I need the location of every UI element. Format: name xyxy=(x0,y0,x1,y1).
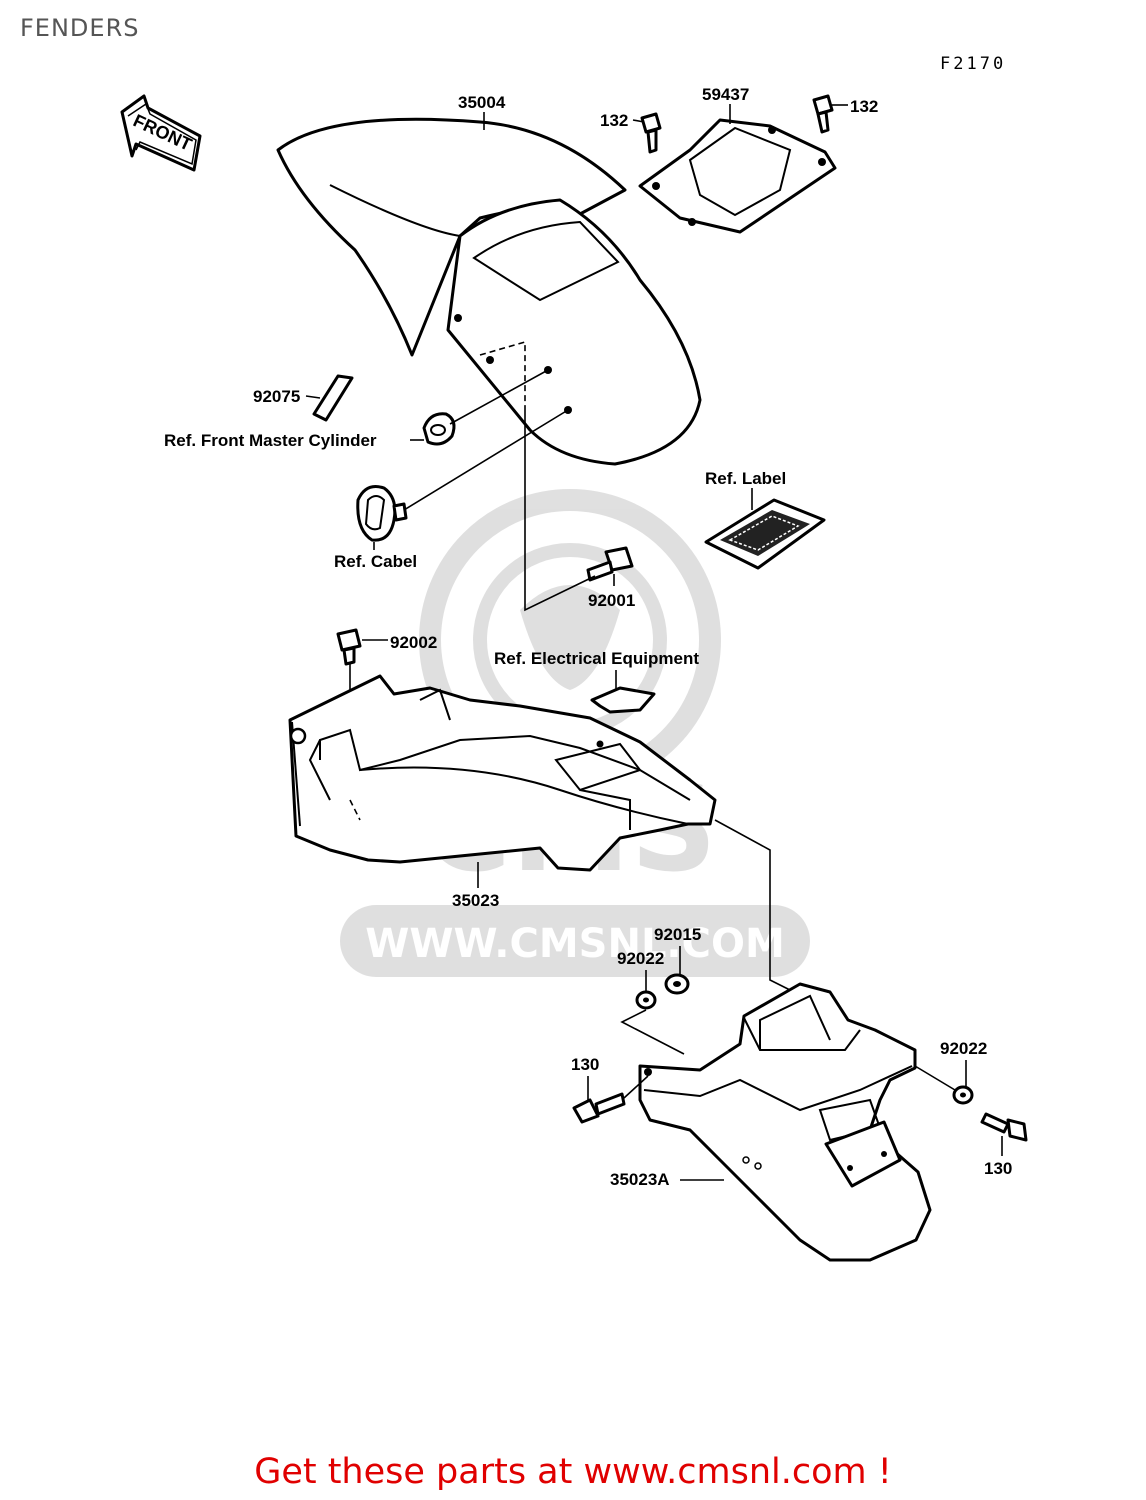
callout-92075: 92075 xyxy=(253,387,300,406)
washer-92022-left-icon xyxy=(635,990,657,1010)
callout-59437: 59437 xyxy=(702,85,749,104)
fender-cover-59437 xyxy=(638,118,837,234)
callout-132-right: 132 xyxy=(850,97,878,116)
bolt-92002-icon xyxy=(336,628,362,666)
collar-92015-icon xyxy=(664,973,690,995)
bolt-92001-icon xyxy=(586,546,634,582)
master-cylinder-clamp xyxy=(422,412,456,446)
callout-130-left: 130 xyxy=(571,1055,599,1074)
callout-35023A: 35023A xyxy=(610,1170,670,1189)
callout-ref-cabel: Ref. Cabel xyxy=(334,552,417,571)
callout-132-left: 132 xyxy=(600,111,628,130)
footer-promo-text[interactable]: Get these parts at www.cmsnl.com ! xyxy=(254,1452,892,1492)
callout-35023: 35023 xyxy=(452,891,499,910)
diagram-code: F2170 xyxy=(940,54,1006,74)
label-decal xyxy=(704,498,826,570)
front-fender-35004 xyxy=(276,117,702,466)
plate-92075 xyxy=(312,374,354,422)
cable-guide xyxy=(356,485,408,542)
rear-flap-35023A xyxy=(638,982,932,1262)
bolt-130-left-icon xyxy=(572,1092,626,1124)
bolt-130-right-icon xyxy=(980,1112,1028,1142)
bolt-132-right-icon xyxy=(812,94,834,134)
callout-ref-electrical: Ref. Electrical Equipment xyxy=(494,649,699,668)
rear-fender-35023 xyxy=(288,674,717,872)
callout-ref-master-cylinder: Ref. Front Master Cylinder xyxy=(164,431,377,450)
callout-92015: 92015 xyxy=(654,925,701,944)
bolt-132-left-icon xyxy=(640,112,662,154)
callout-92001: 92001 xyxy=(588,591,635,610)
washer-92022-right-icon xyxy=(952,1085,974,1105)
callout-ref-label: Ref. Label xyxy=(705,469,786,488)
callout-35004: 35004 xyxy=(458,93,506,112)
callout-92002: 92002 xyxy=(390,633,437,652)
watermark-url: WWW.CMSNL.COM xyxy=(365,921,785,967)
callout-92022-right: 92022 xyxy=(940,1039,987,1058)
front-arrow-icon: FRONT xyxy=(120,94,202,172)
callout-92022-left: 92022 xyxy=(617,949,664,968)
callout-130-right: 130 xyxy=(984,1159,1012,1178)
page-title: FENDERS xyxy=(20,14,140,42)
electrical-bracket xyxy=(590,686,656,714)
